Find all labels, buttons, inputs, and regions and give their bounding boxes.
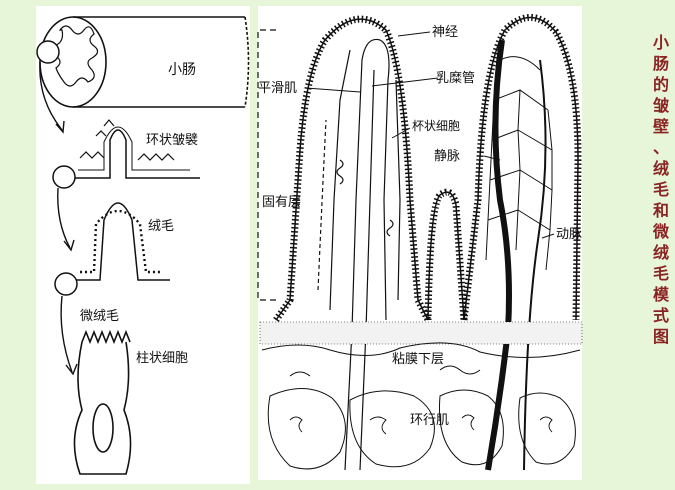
label-columnar-cell: 柱状细胞 [136,352,188,365]
title-char: 壁 [652,116,670,137]
title-char: 毛 [652,263,670,284]
label-submucosa: 粘膜下层 [392,353,444,366]
title-char: 小 [652,32,670,53]
right-panel [258,6,582,480]
label-microvilli: 微绒毛 [80,310,119,323]
title-char: 模 [652,284,670,305]
title-char: 、 [652,137,670,158]
label-small-intestine: 小肠 [168,63,196,77]
label-lacteal: 乳糜管 [436,72,475,85]
title-char: 的 [652,74,670,95]
title-char: 皱 [652,95,670,116]
title-char: 式 [652,305,670,326]
magnifier-ring-1 [37,41,59,63]
label-villus: 绒毛 [148,220,174,233]
title-char: 肠 [652,53,670,74]
label-lamina-propria: 固有层 [262,196,301,209]
magnifier-ring-2 [53,166,75,188]
label-smooth-muscle: 平滑肌 [258,82,297,95]
title-char: 和 [652,200,670,221]
muscularis-mucosae [260,322,582,344]
magnifier-ring-3 [55,273,77,295]
label-circular-muscle: 环行肌 [410,414,449,427]
label-circular-fold: 环状皱襞 [146,134,198,147]
diagram-title: 小肠的皱壁、绒毛和微绒毛模式图 [652,32,670,347]
title-char: 图 [652,326,670,347]
label-artery: 动脉 [556,228,582,241]
title-char: 绒 [652,158,670,179]
title-char: 毛 [652,179,670,200]
label-goblet-cell: 杯状细胞 [412,120,460,132]
label-nerve: 神经 [432,26,458,39]
title-char: 微 [652,221,670,242]
label-vein: 静脉 [434,150,460,163]
title-char: 绒 [652,242,670,263]
